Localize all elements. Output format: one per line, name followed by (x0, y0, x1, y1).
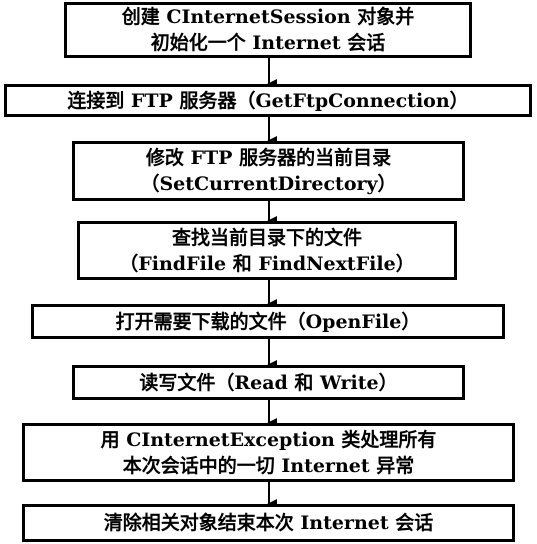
step-exception-handling: 用 CInternetException 类处理所有 本次会话中的一切 Inte… (22, 423, 515, 482)
step-3-line-2: （SetCurrentDirectory） (140, 173, 397, 195)
step-4-line-2: （FindFile 和 FindNextFile） (119, 252, 415, 275)
step-3-line-1: 修改 FTP 服务器的当前目录 (145, 147, 392, 169)
step-open-file: 打开需要下载的文件（OpenFile） (31, 304, 505, 339)
step-6-line-1: 读写文件（Read 和 Write） (139, 371, 398, 394)
step-7-line-2: 本次会话中的一切 Internet 异常 (122, 454, 415, 477)
step-cleanup: 清除相关对象结束本次 Internet 会话 (22, 504, 515, 542)
step-1-line-1: 创建 CInternetSession 对象并 (121, 6, 415, 28)
step-7-line-1: 用 CInternetException 类处理所有 (100, 428, 437, 451)
step-1-line-2: 初始化一个 Internet 会话 (150, 32, 386, 54)
step-connect-ftp: 连接到 FTP 服务器（GetFtpConnection） (4, 84, 532, 117)
step-2-line-1: 连接到 FTP 服务器（GetFtpConnection） (67, 89, 469, 112)
step-create-session: 创建 CInternetSession 对象并 初始化一个 Internet 会… (64, 2, 472, 58)
step-4-line-1: 查找当前目录下的文件 (171, 226, 362, 249)
step-set-directory: 修改 FTP 服务器的当前目录 （SetCurrentDirectory） (72, 141, 465, 201)
step-find-file: 查找当前目录下的文件 （FindFile 和 FindNextFile） (77, 221, 457, 280)
step-8-line-1: 清除相关对象结束本次 Internet 会话 (103, 512, 434, 534)
step-read-write: 读写文件（Read 和 Write） (72, 365, 465, 400)
step-5-line-1: 打开需要下载的文件（OpenFile） (115, 310, 421, 333)
